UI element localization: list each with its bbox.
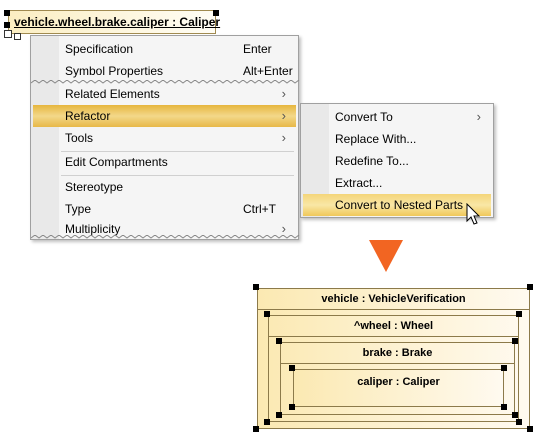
smart-manipulator-icon[interactable] [14,33,21,40]
selection-handle[interactable] [512,412,518,418]
menu-item-label: Convert To [335,110,393,124]
menu-item-stereotype[interactable]: Stereotype [33,176,296,198]
selection-handle[interactable] [253,284,259,290]
menu-cut-indicator [31,80,300,84]
menu-item-label: Replace With... [335,132,417,146]
submenu-item-replace-with[interactable]: Replace With... [303,128,491,150]
selection-handle[interactable] [253,426,259,432]
menu-item-shortcut: Ctrl+T [243,202,276,216]
selection-handle[interactable] [516,419,522,425]
nested-part-label: brake : Brake [281,343,514,364]
menu-item-label: Multiplicity [65,222,121,236]
menu-item-type[interactable]: Type Ctrl+T [33,198,296,220]
nested-part-label: vehicle : VehicleVerification [258,289,529,310]
menu-gutter [31,36,59,239]
menu-item-label: Convert to Nested Parts [335,198,464,212]
selection-handle[interactable] [516,311,522,317]
mouse-pointer-icon [466,203,481,225]
menu-item-label: Redefine To... [335,154,409,168]
nested-part-caliper[interactable]: caliper : Caliper [293,369,504,407]
submenu-item-extract[interactable]: Extract... [303,172,491,194]
menu-item-label: Type [65,202,92,216]
menu-separator [61,175,294,176]
selection-handle[interactable] [501,404,507,410]
menu-item-label: Tools [65,131,94,145]
selection-handle[interactable] [276,338,282,344]
submenu-item-convert-to-nested-parts[interactable]: Convert to Nested Parts [303,194,491,216]
part-title: vehicle.wheel.brake.caliper : Caliper [14,15,221,29]
chevron-right-icon: › [281,221,286,236]
menu-item-label: Stereotype [65,180,124,194]
submenu-item-convert-to[interactable]: Convert To › [303,106,491,128]
selection-handle[interactable] [276,412,282,418]
menu-item-related-elements[interactable]: Related Elements › [33,83,296,105]
selection-handle[interactable] [289,404,295,410]
collapse-toggle-icon[interactable] [4,30,12,38]
chevron-right-icon: › [281,108,286,123]
chevron-right-icon: › [476,109,481,124]
menu-item-label: Specification [65,42,134,56]
selection-handle[interactable] [527,426,533,432]
menu-item-label: Refactor [65,109,111,123]
menu-item-shortcut: Alt+Enter [243,64,293,78]
nested-part-brake[interactable]: brake : Brake [280,342,515,415]
menu-item-label: Related Elements [65,87,160,101]
menu-item-label: Symbol Properties [65,64,164,78]
selection-handle[interactable] [527,284,533,290]
refactor-submenu: Convert To › Replace With... Redefine To… [300,103,494,218]
selection-handle[interactable] [512,338,518,344]
menu-item-symbol-properties[interactable]: Symbol Properties Alt+Enter [33,60,296,82]
selection-handle[interactable] [501,365,507,371]
selection-handle[interactable] [4,22,10,28]
selection-handle[interactable] [264,419,270,425]
menu-item-label: Edit Compartments [65,155,168,169]
menu-cut-indicator [31,235,300,239]
selection-handle[interactable] [289,365,295,371]
context-menu: Specification Enter Symbol Properties Al… [30,35,300,240]
menu-item-refactor[interactable]: Refactor › [33,105,296,127]
nested-part-label: caliper : Caliper [357,376,440,388]
menu-item-label: Extract... [335,176,383,190]
selected-part-shape[interactable] [8,10,216,34]
selection-handle[interactable] [213,10,219,16]
submenu-item-redefine-to[interactable]: Redefine To... [303,150,491,172]
menu-item-edit-compartments[interactable]: Edit Compartments [33,151,296,173]
down-triangle-icon [369,240,403,272]
nested-part-wheel[interactable]: ^wheel : Wheel [268,315,519,422]
chevron-right-icon: › [281,130,286,145]
menu-item-multiplicity[interactable]: Multiplicity › [33,219,296,239]
menu-item-specification[interactable]: Specification Enter [33,38,296,60]
chevron-right-icon: › [281,86,286,101]
menu-item-shortcut: Enter [243,42,272,56]
nested-part-label: ^wheel : Wheel [269,316,518,337]
menu-separator [61,151,294,152]
selection-handle[interactable] [4,10,10,16]
selection-handle[interactable] [264,311,270,317]
menu-item-tools[interactable]: Tools › [33,127,296,149]
